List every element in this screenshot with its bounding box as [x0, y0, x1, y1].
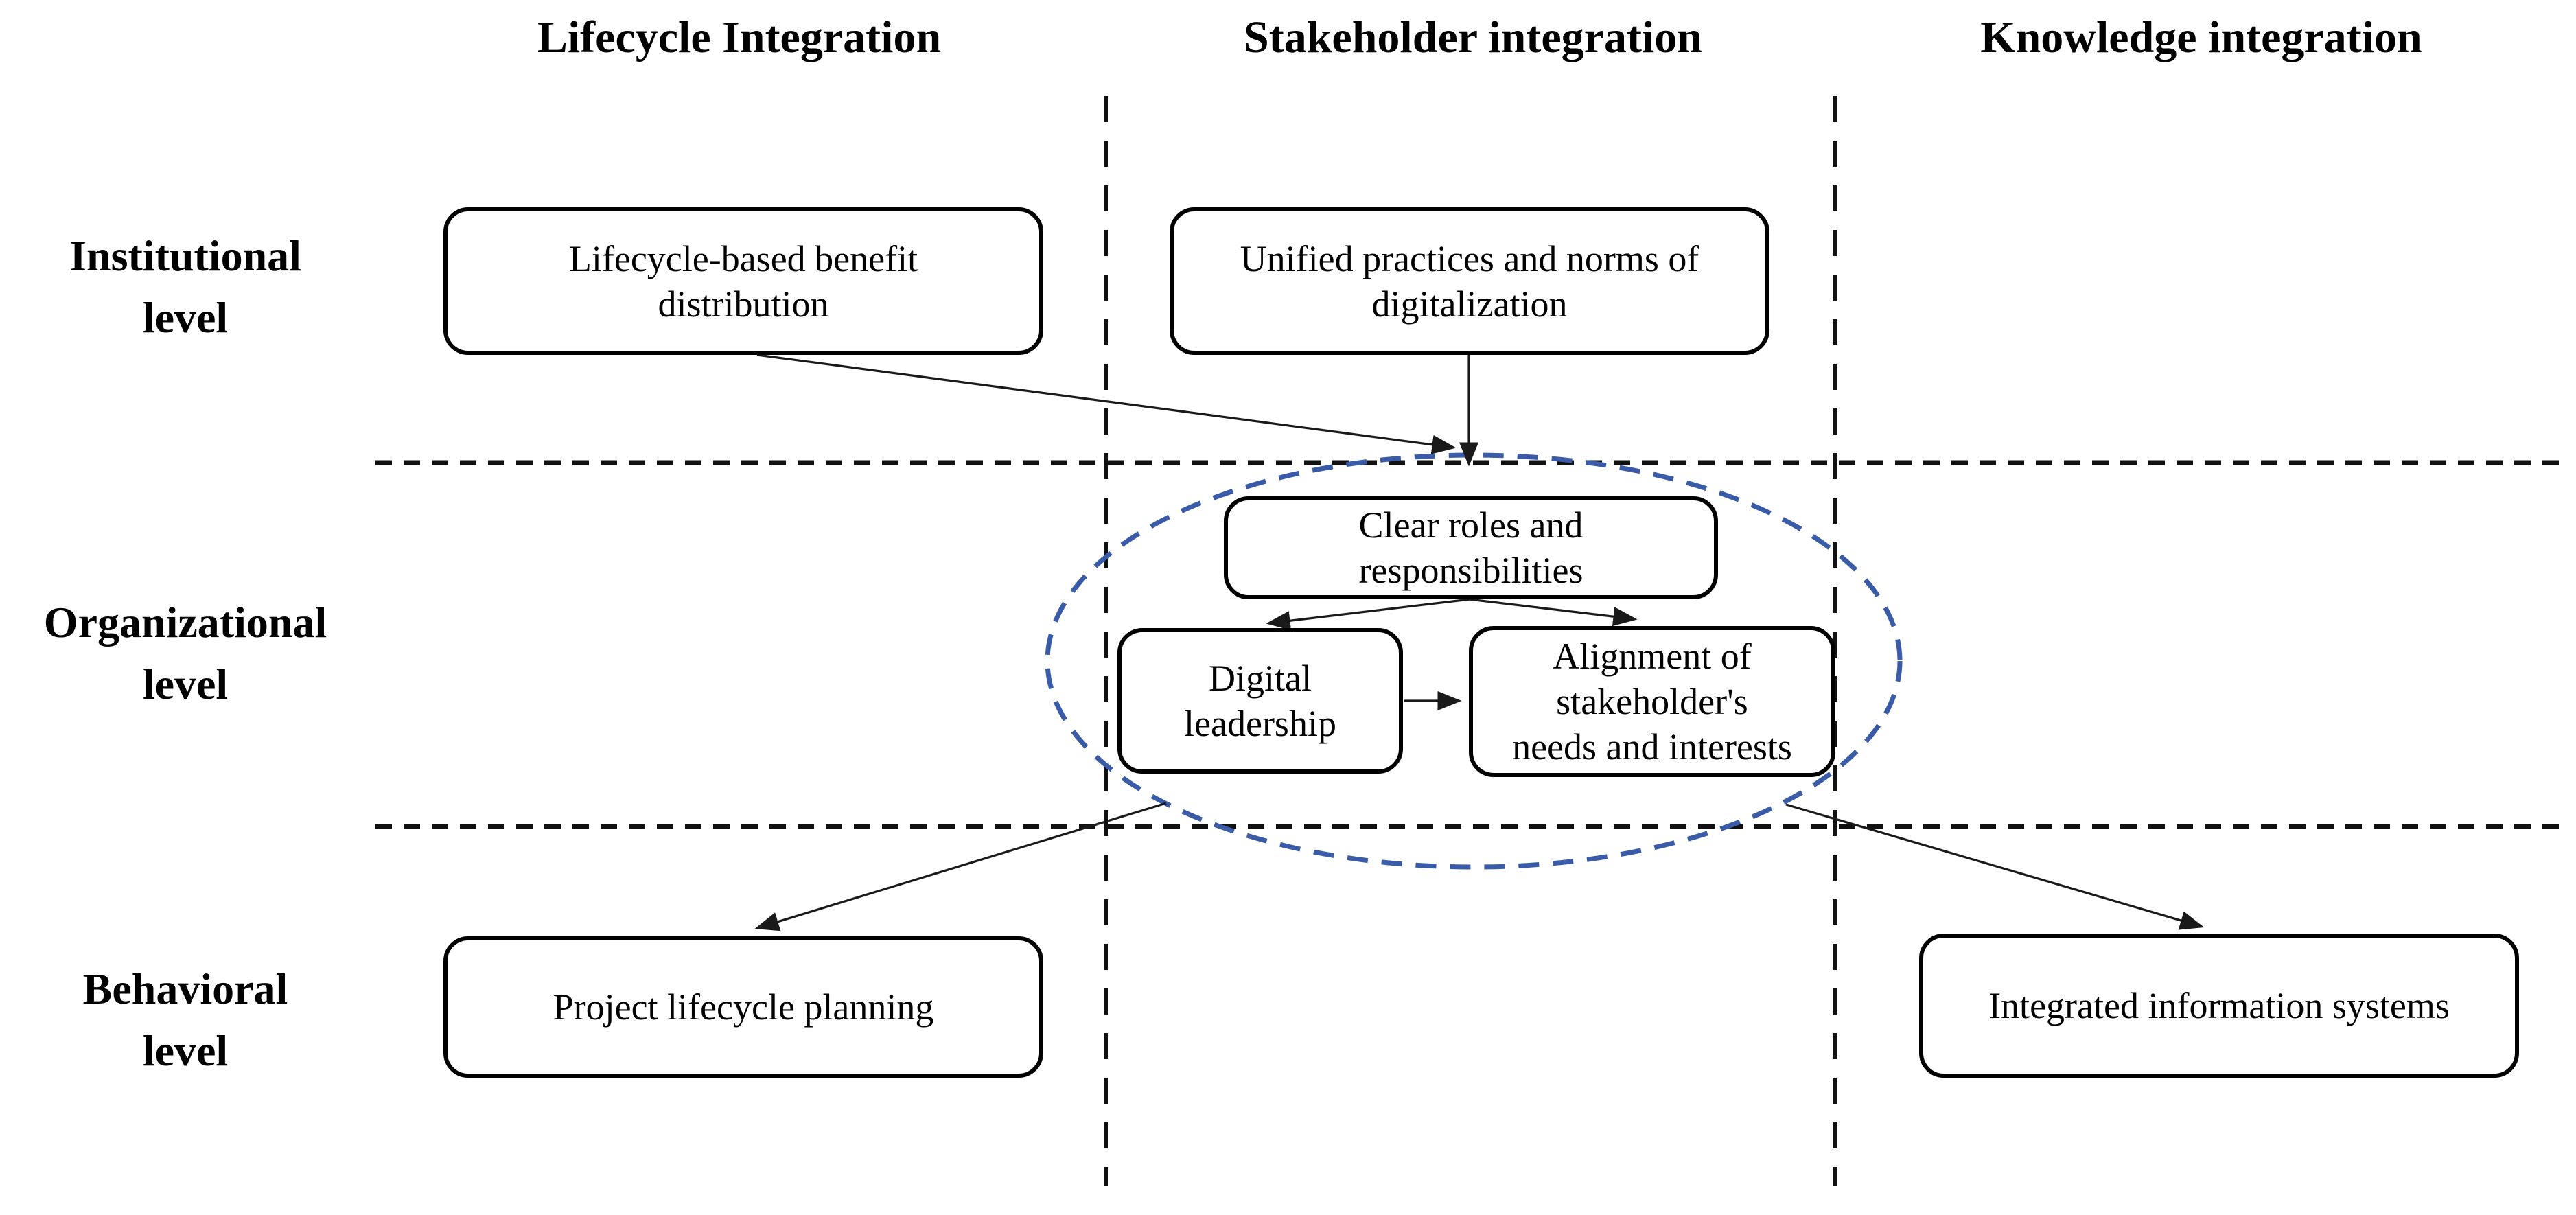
column-header-knowledge-integration: Knowledge integration [1980, 12, 2422, 62]
column-header-lifecycle-integration: Lifecycle Integration [537, 12, 942, 62]
arrow-clear-roles-to-digital-leadership [1266, 597, 1476, 631]
node-digital-leadership: Digital leadership [1117, 628, 1403, 774]
organizational-group-ellipse [1045, 452, 1903, 870]
node-clear-roles-and-responsibilities: Clear roles and responsibilities [1224, 496, 1718, 599]
node-unified-practices-and-norms: Unified practices and norms of digitaliz… [1170, 207, 1769, 355]
node-lifecycle-based-benefit-distribution: Lifecycle-based benefit distribution [443, 207, 1043, 355]
row-header-institutional-level: Institutional level [69, 231, 301, 342]
arrow-ellipse-to-integrated-info [1785, 803, 2205, 930]
node-alignment-of-stakeholder-needs: Alignment of stakeholder's needs and int… [1469, 626, 1835, 777]
row-header-behavioral-level: Behavioral level [82, 964, 288, 1075]
node-integrated-information-systems: Integrated information systems [1919, 934, 2519, 1078]
row-header-organizational-level: Organizational level [43, 598, 327, 708]
arrow-clear-roles-to-alignment [1463, 597, 1638, 627]
arrow-lifecycle-benefit-to-ellipse [756, 354, 1457, 454]
column-header-stakeholder-integration: Stakeholder integration [1244, 12, 1702, 62]
node-project-lifecycle-planning: Project lifecycle planning [443, 936, 1043, 1078]
arrow-ellipse-to-project-lifecycle [754, 802, 1167, 931]
